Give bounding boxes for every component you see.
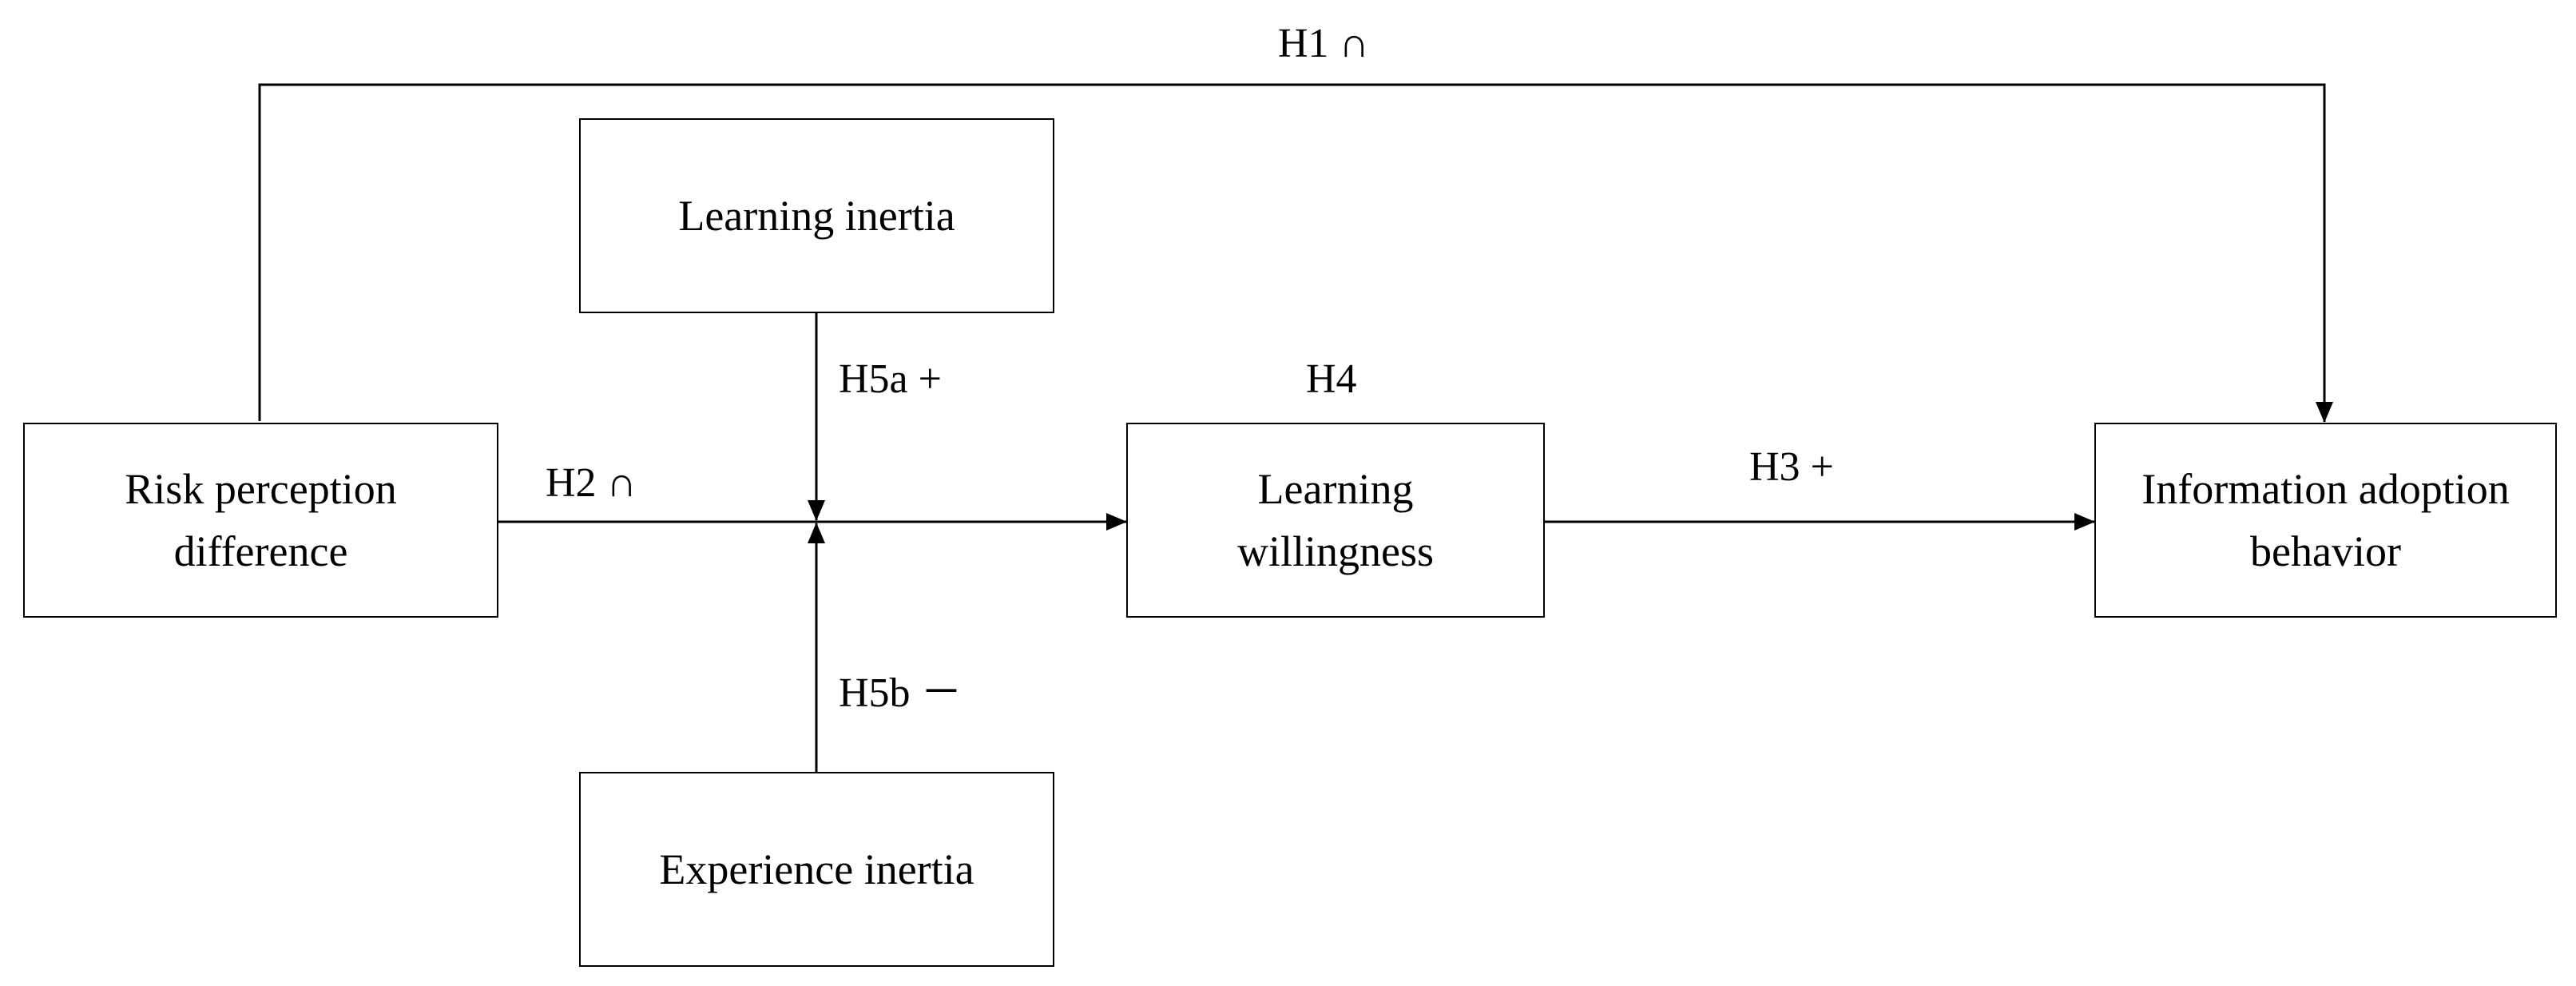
- node-adoption-line2: behavior: [2250, 527, 2401, 575]
- node-risk-perception-difference: Risk perception difference: [23, 423, 498, 618]
- node-learning-inertia: Learning inertia: [579, 118, 1054, 313]
- hypothesis-label-h5a: H5a +: [839, 356, 942, 402]
- hypothesis-label-h2: H2 ∩: [546, 460, 637, 506]
- node-experience-inertia-label: Experience inertia: [659, 845, 974, 893]
- node-adoption-line1: Information adoption: [2141, 465, 2510, 513]
- hypothesis-label-h3: H3 +: [1749, 444, 1834, 490]
- node-information-adoption-behavior: Information adoption behavior: [2094, 423, 2557, 618]
- node-risk-line1: Risk perception: [125, 465, 397, 513]
- node-learning-willingness: Learning willingness: [1126, 423, 1545, 618]
- hypothesis-label-h1: H1 ∩: [1278, 21, 1370, 66]
- hypothesis-label-h5b: H5b －: [839, 670, 963, 716]
- node-risk-line2: difference: [173, 527, 348, 575]
- hypothesis-label-h4: H4: [1306, 356, 1357, 402]
- node-learning-inertia-label: Learning inertia: [678, 192, 955, 240]
- node-willingness-line1: Learning: [1257, 465, 1414, 513]
- node-experience-inertia: Experience inertia: [579, 772, 1054, 967]
- arrow-h1-risk-to-adoption: [258, 83, 2333, 423]
- node-willingness-line2: willingness: [1236, 527, 1434, 575]
